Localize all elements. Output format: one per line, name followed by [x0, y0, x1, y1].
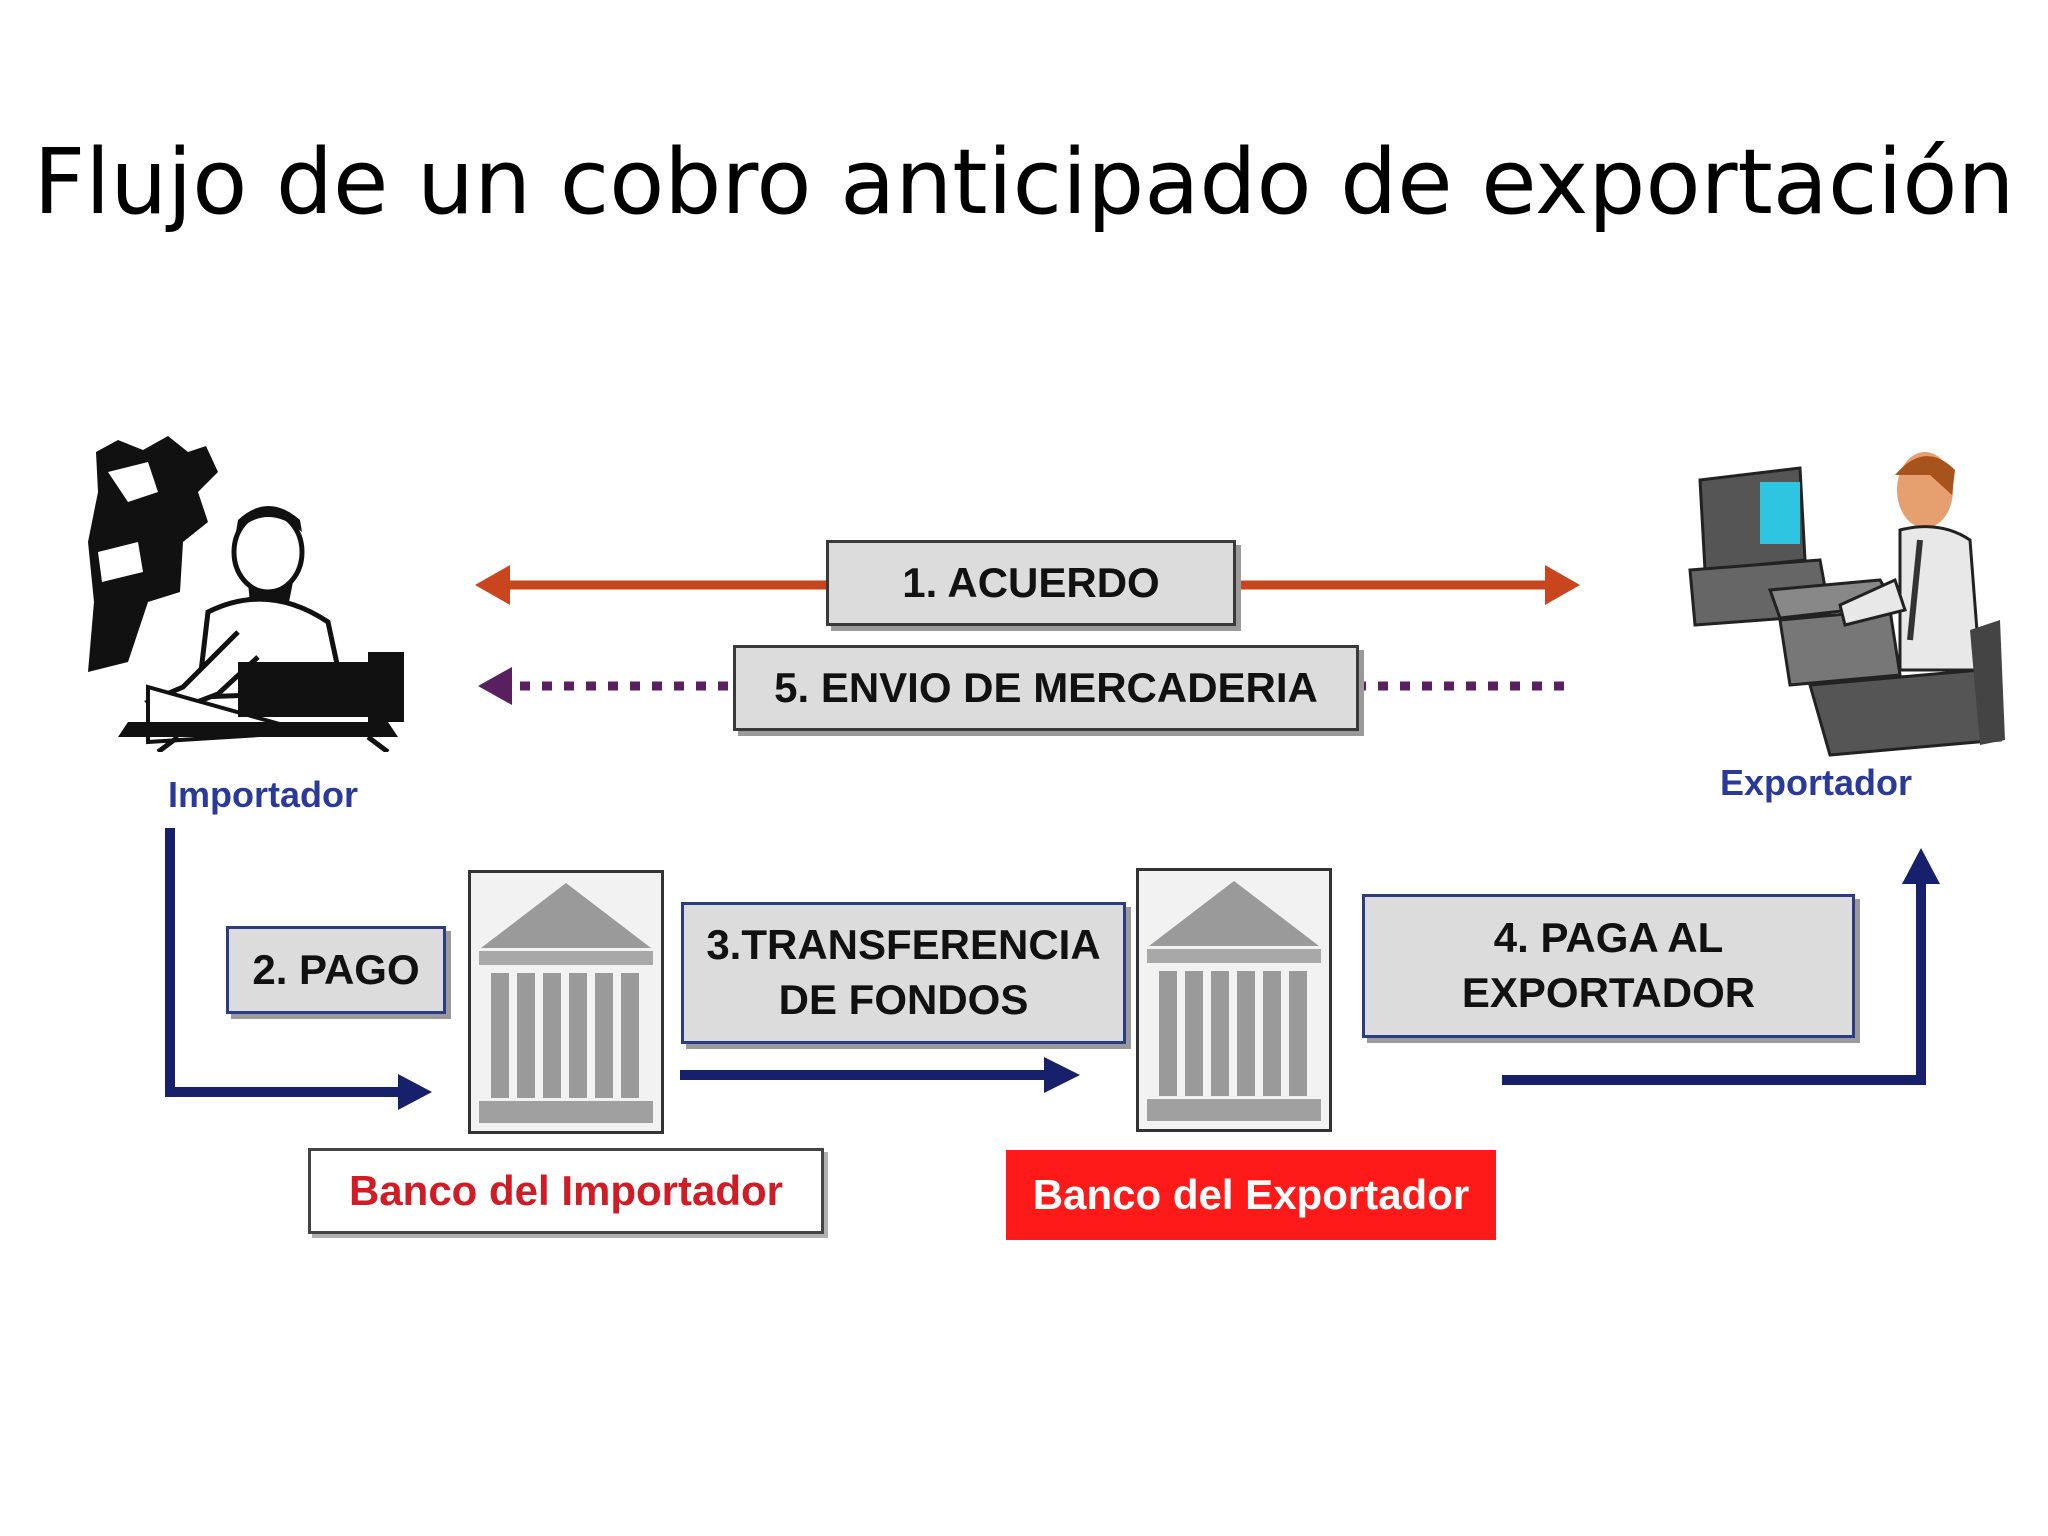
- shipment-arrow: [478, 667, 1570, 705]
- transfer-arrow: [680, 1057, 1080, 1093]
- exporter-label: Exportador: [1720, 762, 1913, 803]
- payment-arrow: [165, 828, 432, 1110]
- importer-bank-label: Banco del Importador: [308, 1148, 824, 1234]
- bank-building-icon: [1147, 881, 1321, 1121]
- importer-bank-icon: [468, 870, 664, 1134]
- exporter-bank-label: Banco del Exportador: [1006, 1150, 1496, 1240]
- importer-illustration: [88, 436, 404, 752]
- step-payment-box: 2. PAGO: [226, 926, 446, 1014]
- step-agreement-box: 1. ACUERDO: [826, 540, 1236, 626]
- step-transfer-label-line1: 3.TRANSFERENCIA: [706, 921, 1101, 969]
- step-payout-label-line1: 4. PAGA AL: [1493, 914, 1724, 962]
- step-shipment-label: 5. ENVIO DE MERCADERIA: [774, 663, 1318, 711]
- step-transfer-label-line2: DE FONDOS: [778, 976, 1029, 1023]
- step-payment-label: 2. PAGO: [252, 945, 420, 993]
- step-payout-box: 4. PAGA AL EXPORTADOR: [1362, 894, 1855, 1038]
- importer-label: Importador: [168, 774, 359, 815]
- step-agreement-label: 1. ACUERDO: [902, 558, 1160, 606]
- bank-building-icon: [479, 883, 653, 1123]
- step-payout-label-line2: EXPORTADOR: [1461, 969, 1756, 1016]
- exporter-illustration: [1688, 452, 2005, 757]
- slide-title: Flujo de un cobro anticipado de exportac…: [33, 130, 2015, 235]
- step-shipment-box: 5. ENVIO DE MERCADERIA: [733, 645, 1359, 731]
- payout-arrow: [1502, 848, 1940, 1085]
- step-transfer-box: 3.TRANSFERENCIA DE FONDOS: [681, 902, 1126, 1044]
- exporter-bank-icon: [1136, 868, 1332, 1132]
